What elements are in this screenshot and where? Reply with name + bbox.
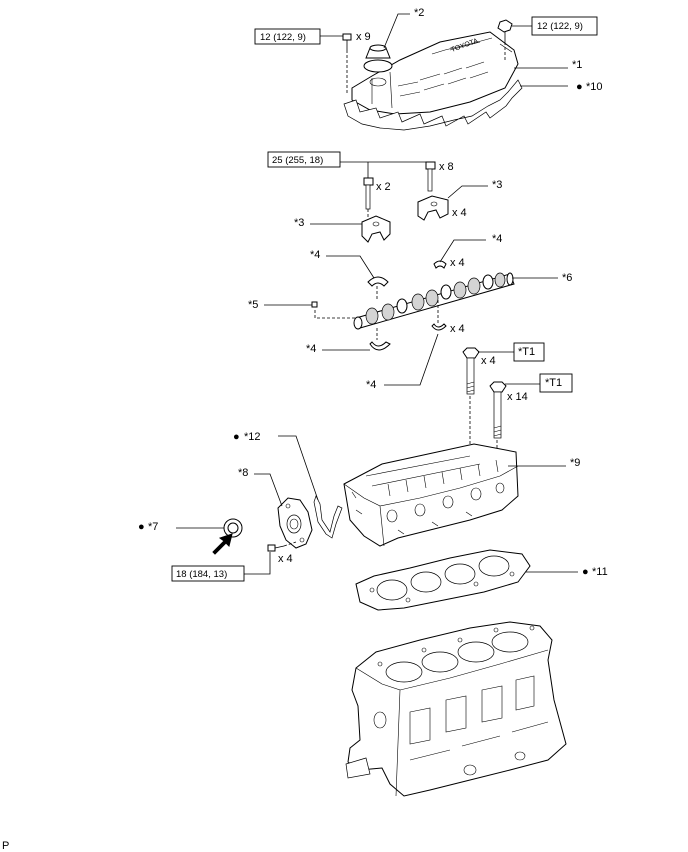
callout-5: *5 xyxy=(248,299,258,311)
callout-4b: *4 xyxy=(492,233,502,245)
bullet-11: ● xyxy=(582,566,589,578)
cylinder-head xyxy=(343,443,519,547)
callout-11: *11 xyxy=(592,566,608,578)
tool-box-a xyxy=(513,342,545,362)
qty-bearing-upper: x 4 xyxy=(450,257,465,269)
tool-a: *T1 xyxy=(518,346,535,358)
callout-8: *8 xyxy=(238,467,248,479)
tool-b: *T1 xyxy=(545,377,562,389)
cam-cap-bolt-short xyxy=(363,177,374,222)
head-cover-gasket xyxy=(343,79,523,131)
bullet-7: ● xyxy=(138,521,145,533)
callout-9: *9 xyxy=(570,457,580,469)
head-bolt-a xyxy=(462,347,480,462)
bullet-10: ● xyxy=(576,81,583,93)
timing-case-gasket xyxy=(313,495,343,539)
cam-cap-bolt-long xyxy=(425,161,436,192)
retainer-bolt xyxy=(267,541,297,552)
cover-bolt-right xyxy=(497,19,513,62)
camshaft xyxy=(353,272,515,330)
qty-head-bolts-b: x 14 xyxy=(507,391,528,403)
qty-head-bolts-a: x 4 xyxy=(481,355,496,367)
bullet-12: ● xyxy=(233,431,240,443)
callout-4a: *4 xyxy=(310,249,320,261)
torque-cover-left: 12 (122, 9) xyxy=(260,32,306,43)
callout-2: *2 xyxy=(414,7,424,19)
qty-cam-bolts-short: x 2 xyxy=(376,181,391,193)
qty-cam-bolts-long: x 8 xyxy=(439,161,454,173)
callout-6: *6 xyxy=(562,272,572,284)
callout-7: *7 xyxy=(148,521,158,533)
torque-box-cam-caps xyxy=(267,151,341,168)
callout-12: *12 xyxy=(244,431,261,443)
qty-bearing-lower: x 4 xyxy=(450,323,465,335)
install-direction-arrow xyxy=(212,533,233,555)
qty-cam-cap: x 4 xyxy=(452,207,467,219)
tool-box-b xyxy=(539,373,573,393)
bearing-upper-right xyxy=(433,260,447,269)
oil-seal xyxy=(223,518,243,538)
torque-seal-housing: 18 (184, 13) xyxy=(176,569,227,580)
torque-cover-right: 12 (122, 9) xyxy=(537,21,583,32)
camshaft-cap-left xyxy=(361,215,391,243)
callout-4d: *4 xyxy=(366,379,376,391)
bearing-upper-left xyxy=(367,276,389,287)
torque-cam-caps: 25 (255, 18) xyxy=(272,155,323,166)
figure-code: P xyxy=(2,840,9,852)
cover-bolt-left xyxy=(342,33,352,94)
qty-cover-bolts: x 9 xyxy=(356,31,371,43)
callout-1: *1 xyxy=(572,59,582,71)
bearing-lower-left xyxy=(369,341,391,351)
cylinder-head-gasket xyxy=(355,549,531,611)
oil-filler-cap xyxy=(363,44,393,87)
straight-pin xyxy=(311,301,318,308)
cylinder-head-cover: TOYOTA xyxy=(351,31,519,115)
qty-housing-bolts: x 4 xyxy=(278,553,293,565)
camshaft-cap-right xyxy=(417,195,449,221)
oil-seal-retainer xyxy=(277,497,313,549)
callout-4c: *4 xyxy=(306,343,316,355)
cylinder-block xyxy=(345,621,567,797)
callout-3b: *3 xyxy=(294,217,304,229)
torque-box-seal-housing xyxy=(171,565,245,582)
bearing-lower-right xyxy=(431,323,447,331)
torque-box-cover-left xyxy=(254,28,321,45)
callout-3a: *3 xyxy=(492,179,502,191)
callout-10: *10 xyxy=(586,81,603,93)
